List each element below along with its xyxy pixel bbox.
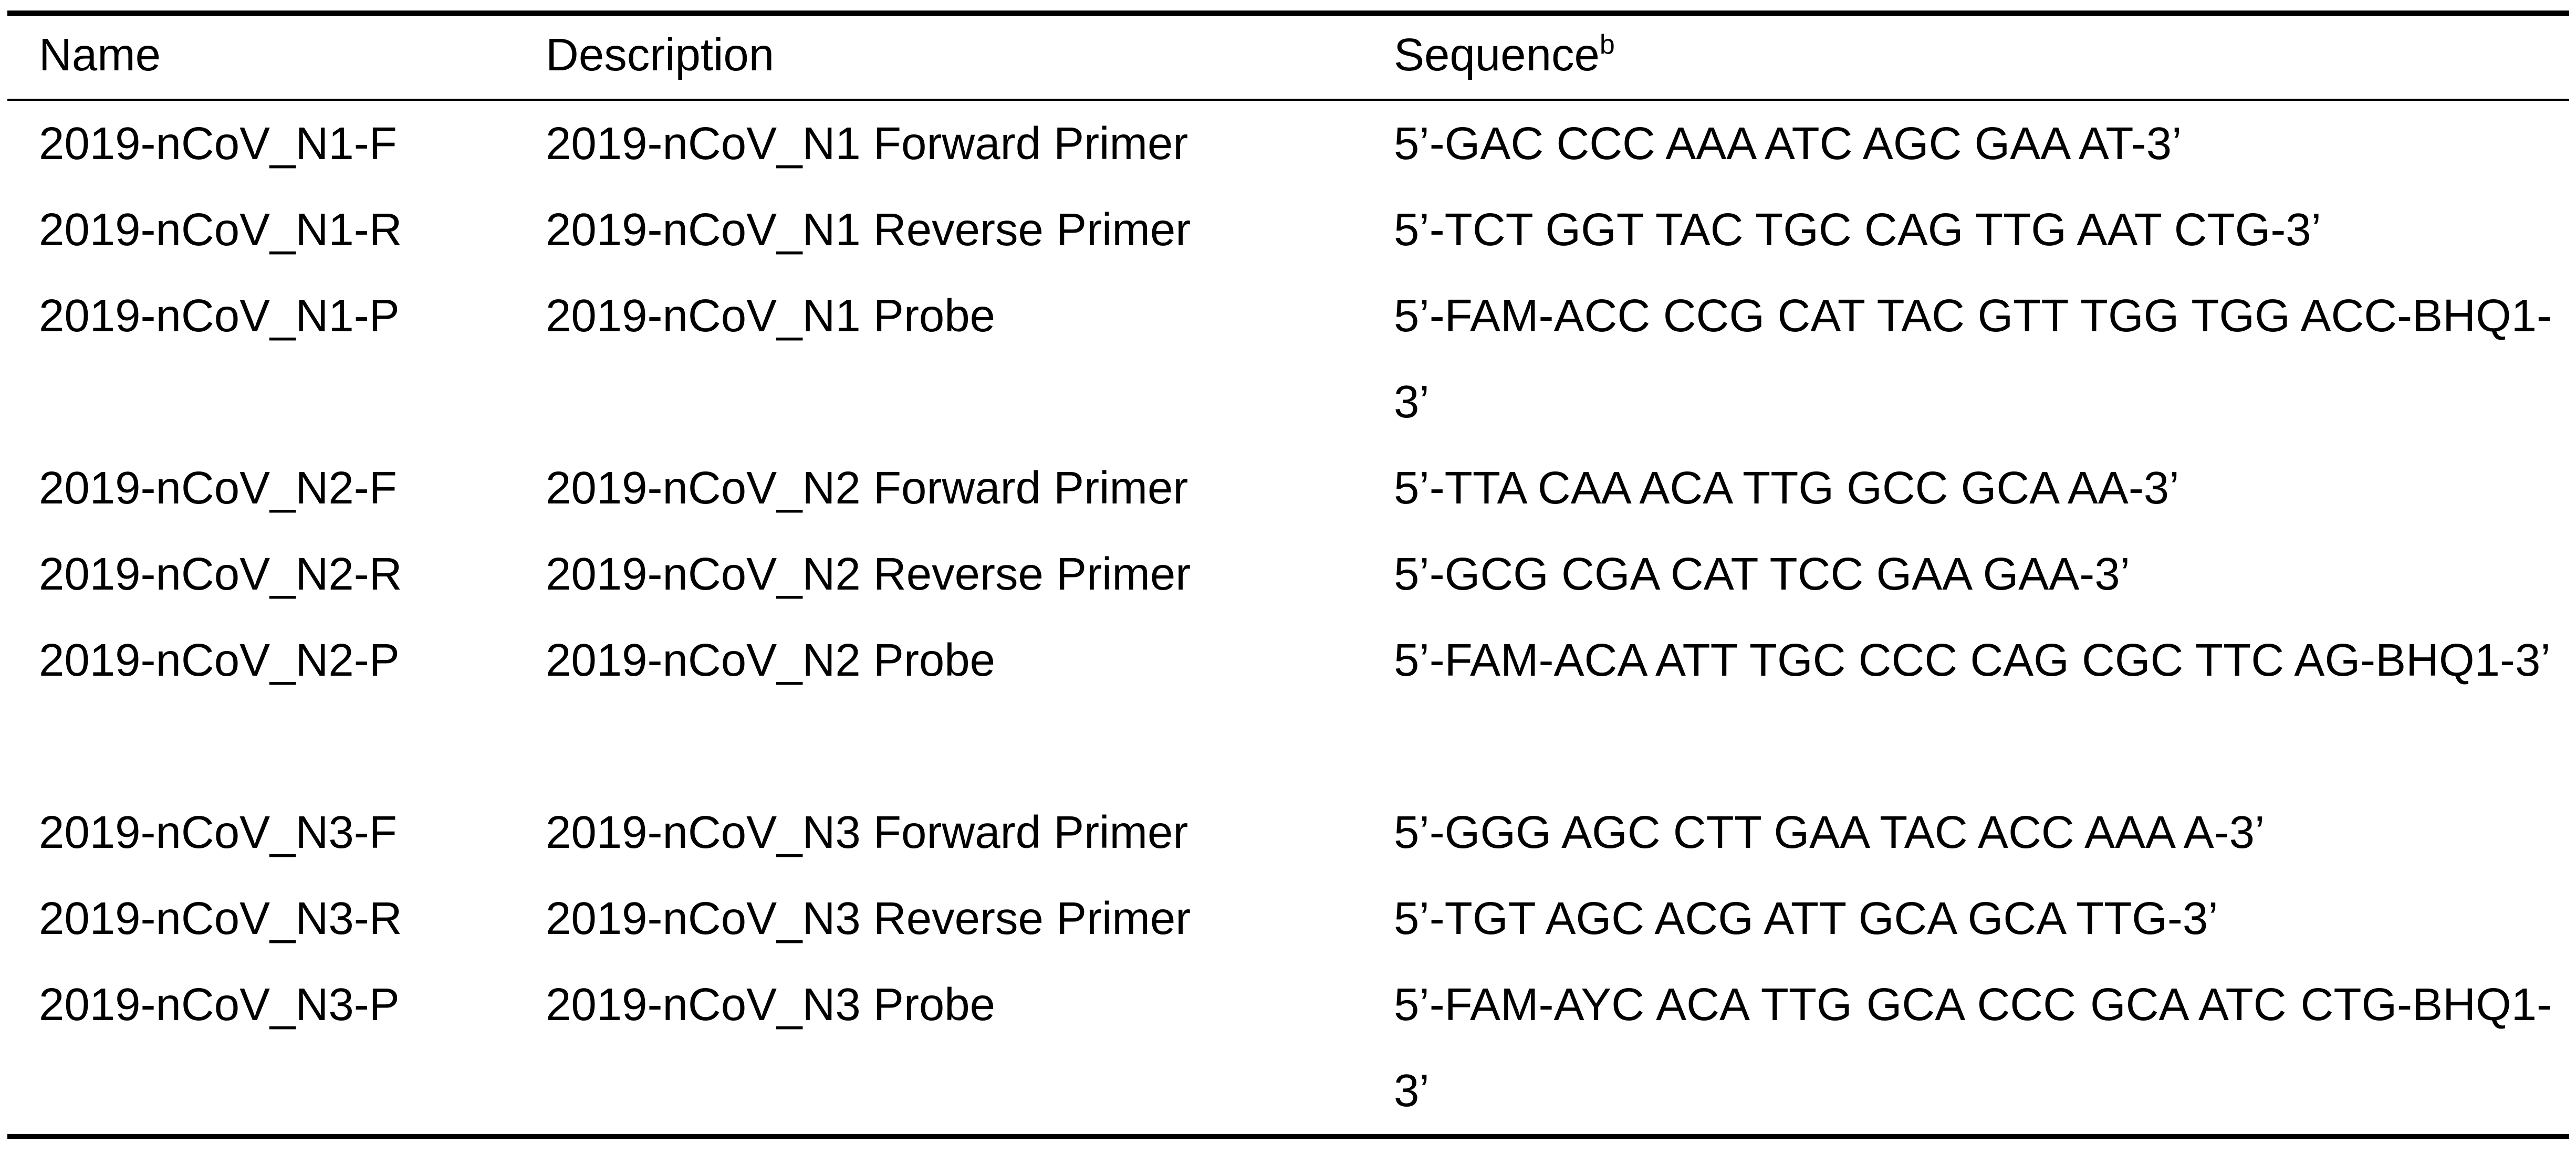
- row-description: 2019-nCoV_N2 Probe: [546, 635, 996, 686]
- table-row: 2019-nCoV_N1-P 2019-nCoV_N1 Probe 5’-FAM…: [7, 273, 2569, 445]
- table-body: 2019-nCoV_N1-F 2019-nCoV_N1 Forward Prim…: [7, 101, 2569, 1134]
- row-name: 2019-nCoV_N1-P: [39, 290, 400, 341]
- row-name: 2019-nCoV_N2-R: [39, 549, 402, 600]
- row-name: 2019-nCoV_N1-R: [39, 204, 402, 255]
- row-description: 2019-nCoV_N2 Reverse Primer: [546, 549, 1191, 600]
- primer-probe-table: Name Description Sequenceb 2019-nCoV_N1-…: [7, 10, 2569, 1139]
- table-row: 2019-nCoV_N3-P 2019-nCoV_N3 Probe 5’-FAM…: [7, 962, 2569, 1134]
- row-description: 2019-nCoV_N1 Forward Primer: [546, 118, 1188, 169]
- table-row: 2019-nCoV_N1-F 2019-nCoV_N1 Forward Prim…: [7, 101, 2569, 187]
- row-description: 2019-nCoV_N2 Forward Primer: [546, 463, 1188, 513]
- row-sequence: 5’-GCG CGA CAT TCC GAA GAA-3’: [1394, 549, 2130, 600]
- header-sequence-label: Sequence: [1394, 29, 1600, 80]
- row-description: 2019-nCoV_N1 Probe: [546, 290, 996, 341]
- row-sequence: 5’-GGG AGC CTT GAA TAC ACC AAA A-3’: [1394, 807, 2265, 858]
- row-name: 2019-nCoV_N3-P: [39, 979, 400, 1030]
- row-name: 2019-nCoV_N3-R: [39, 893, 402, 944]
- header-sequence-footnote-marker: b: [1599, 29, 1615, 60]
- table-row: 2019-nCoV_N3-R 2019-nCoV_N3 Reverse Prim…: [7, 876, 2569, 962]
- row-sequence: 5’-TGT AGC ACG ATT GCA GCA TTG-3’: [1394, 893, 2218, 944]
- row-name: 2019-nCoV_N3-F: [39, 807, 397, 858]
- table-row: 2019-nCoV_N1-R 2019-nCoV_N1 Reverse Prim…: [7, 187, 2569, 273]
- row-name: 2019-nCoV_N2-P: [39, 635, 400, 686]
- row-description: 2019-nCoV_N3 Forward Primer: [546, 807, 1188, 858]
- row-name: 2019-nCoV_N2-F: [39, 463, 397, 513]
- table-header-rule: [7, 99, 2569, 101]
- table-row: 2019-nCoV_N2-P 2019-nCoV_N2 Probe 5’-FAM…: [7, 617, 2569, 790]
- header-description: Description: [546, 29, 775, 80]
- table-top-rule: [7, 10, 2569, 16]
- table-row: 2019-nCoV_N2-R 2019-nCoV_N2 Reverse Prim…: [7, 531, 2569, 617]
- row-sequence: 5’-FAM-ACA ATT TGC CCC CAG CGC TTC AG-BH…: [1394, 635, 2551, 686]
- row-sequence: 5’-FAM-ACC CCG CAT TAC GTT TGG TGG ACC-B…: [1394, 290, 2552, 427]
- row-description: 2019-nCoV_N3 Reverse Primer: [546, 893, 1191, 944]
- table-bottom-rule: [7, 1134, 2569, 1139]
- header-sequence: Sequenceb: [1394, 16, 2552, 101]
- row-name: 2019-nCoV_N1-F: [39, 118, 397, 169]
- table-row: 2019-nCoV_N3-F 2019-nCoV_N3 Forward Prim…: [7, 790, 2569, 876]
- table-row: 2019-nCoV_N2-F 2019-nCoV_N2 Forward Prim…: [7, 445, 2569, 531]
- row-description: 2019-nCoV_N3 Probe: [546, 979, 996, 1030]
- row-sequence: 5’-TCT GGT TAC TGC CAG TTG AAT CTG-3’: [1394, 204, 2321, 255]
- row-sequence: 5’-TTA CAA ACA TTG GCC GCA AA-3’: [1394, 463, 2179, 513]
- header-name: Name: [39, 29, 161, 80]
- table-header-row: Name Description Sequenceb: [7, 16, 2569, 99]
- row-description: 2019-nCoV_N1 Reverse Primer: [546, 204, 1191, 255]
- row-sequence: 5’-FAM-AYC ACA TTG GCA CCC GCA ATC CTG-B…: [1394, 979, 2552, 1116]
- row-sequence: 5’-GAC CCC AAA ATC AGC GAA AT-3’: [1394, 118, 2182, 169]
